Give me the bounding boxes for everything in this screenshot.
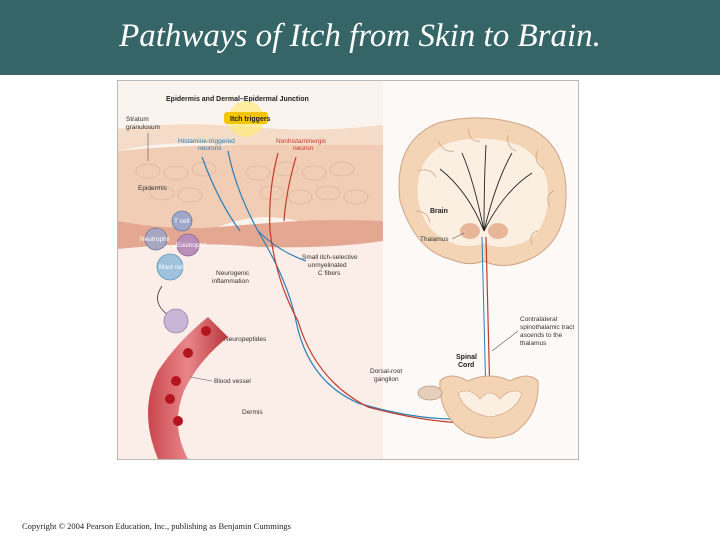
blood-vessel: [148, 317, 228, 459]
neuropeptide-vesicle: [163, 308, 189, 334]
red-blood-cells: [165, 326, 211, 426]
brain-sulci: [415, 128, 555, 246]
thalamus-pointer: [451, 232, 465, 240]
thalamus-label: Thalamus: [420, 236, 449, 243]
spinothalamic-tract-blue: [481, 236, 487, 400]
itch-trigger-badge: [224, 112, 268, 124]
projection-fibers: [439, 144, 533, 232]
brain-label: Brain: [430, 208, 448, 215]
title-bar: [0, 0, 720, 75]
spinal-cord-label-2: Cord: [458, 362, 474, 369]
mast-cell-label: Mast cell: [159, 264, 185, 271]
neutrophil: [144, 227, 168, 251]
spinothalamic-tract: [485, 236, 491, 400]
blood-vessel-pointer: [189, 376, 213, 382]
nonhistamine-label-1: Nonhistaminergic: [276, 138, 327, 145]
contralateral-label-3: ascends to the: [520, 332, 563, 339]
brain-white-matter: [417, 138, 549, 247]
histamine-label-2: neurons: [198, 145, 222, 152]
t-cell: [171, 210, 193, 232]
spinal-gray-matter: [457, 390, 523, 418]
eosinophil-label: Eosinophil: [176, 242, 207, 249]
spinal-cord-label-1: Spinal: [456, 354, 477, 361]
contralateral-pointer: [491, 330, 519, 352]
neurogenic-label-2: inflammation: [212, 278, 249, 285]
eosinophil: [176, 233, 200, 257]
dorsal-root-ganglion: [417, 385, 443, 401]
contralateral-label-1: Contralateral: [520, 316, 558, 323]
stratum-corneum: [118, 124, 383, 151]
nonhistamine-label-2: neuron: [293, 145, 314, 152]
mast-cell: [156, 253, 184, 281]
copyright-notice: Copyright © 2004 Pearson Education, Inc.…: [22, 521, 291, 531]
figure-heading: Epidermis and Dermal–Epidermal Junction: [166, 96, 309, 103]
stratum-label-1: Stratum: [126, 116, 149, 123]
thalamus-shape: [460, 223, 508, 239]
neurogenic-label-1: Neurogenic: [216, 270, 250, 277]
contralateral-label-2: spinothalamic tract: [520, 324, 574, 331]
itch-pathway-diagram: Epidermis and Dermal–Epidermal Junction …: [118, 81, 574, 459]
itch-pathway-figure: Epidermis and Dermal–Epidermal Junction …: [117, 80, 579, 460]
epidermis-label: Epidermis: [138, 185, 168, 192]
small-fibers-label-1: Small itch-selective: [302, 254, 358, 261]
dermis-layer: [118, 241, 383, 459]
contralateral-label-4: thalamus: [520, 340, 547, 347]
slide-title: Pathways of Itch from Skin to Brain.: [119, 18, 601, 54]
t-cell-label: T cell: [174, 218, 190, 225]
blood-vessel-label: Blood vessel: [214, 378, 251, 385]
histamine-neuron: [201, 150, 469, 420]
small-fibers-label-2: unmyelinated: [308, 262, 347, 269]
itch-triggers-label: Itch triggers: [230, 116, 271, 123]
histamine-label-1: Histamine-triggered: [178, 138, 235, 145]
neutrophil-label: Neutrophil: [140, 236, 170, 243]
dermis-label: Dermis: [242, 409, 263, 416]
drg-label-2: ganglion: [374, 376, 399, 383]
stratum-label-2: granulosum: [126, 124, 160, 131]
small-fibers-label-3: C fibers: [318, 270, 341, 277]
neuropeptides-label: Neuropeptides: [224, 336, 267, 343]
nonhistamine-neuron: [269, 152, 474, 424]
drg-label-1: Dorsal-root: [370, 368, 402, 375]
